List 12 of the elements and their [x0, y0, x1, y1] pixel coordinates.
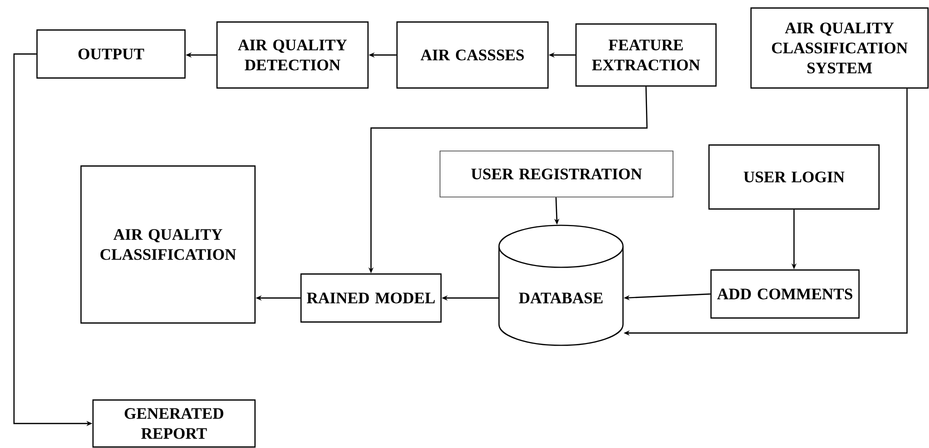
- process-box: OUTPUT: [36, 29, 186, 79]
- process-box: AIR CASSSES: [396, 21, 549, 89]
- process-box: AIR QUALITY CLASSIFICATION SYSTEM: [750, 7, 929, 89]
- process-box: AIR QUALITY DETECTION: [216, 21, 369, 89]
- process-box: FEATURE EXTRACTION: [575, 23, 717, 87]
- process-box: ADD COMMENTS: [710, 269, 860, 319]
- process-box: USER LOGIN: [708, 144, 880, 210]
- process-box: GENERATED REPORT: [92, 399, 256, 448]
- process-box: AIR QUALITY CLASSIFICATION: [80, 165, 256, 324]
- process-box: RAINED MODEL: [300, 273, 442, 323]
- database-cylinder: DATABASE: [498, 224, 624, 346]
- process-box: USER REGISTRATION: [440, 150, 674, 198]
